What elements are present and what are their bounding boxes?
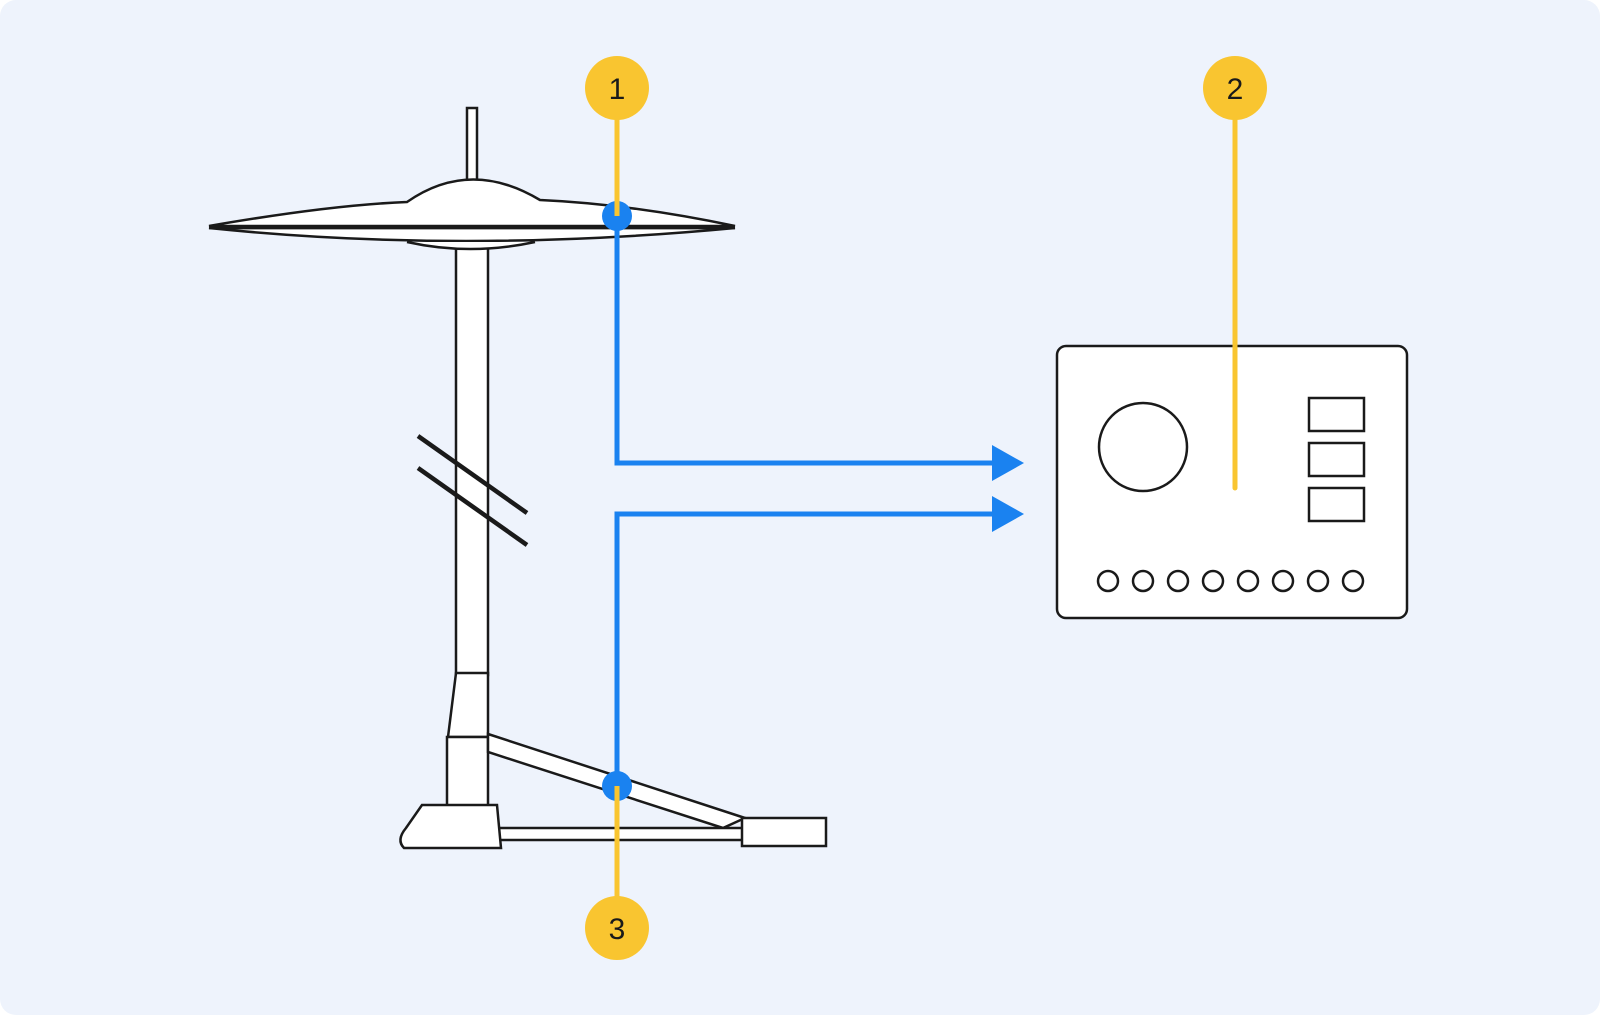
callouts: 1 2 3	[585, 56, 1267, 960]
module-jacks	[1096, 569, 1365, 593]
break-mark-top	[416, 434, 529, 515]
signal-paths	[602, 201, 1024, 801]
break-mark-bottom	[416, 466, 529, 547]
drum-module	[1055, 344, 1409, 620]
hihat-base-block	[445, 735, 490, 809]
module-jack	[1236, 569, 1260, 593]
cymbal-signal-arrowhead	[992, 445, 1024, 481]
module-jack	[1306, 569, 1330, 593]
hihat-top-rod	[465, 106, 479, 182]
pedal-signal-line	[614, 511, 998, 786]
cymbal-lower-half	[208, 226, 736, 243]
cymbal-lower-bell	[406, 240, 536, 251]
module-jack	[1166, 569, 1190, 593]
hihat-foot	[399, 803, 503, 850]
module-jack	[1271, 569, 1295, 593]
hihat-pedal-block	[740, 816, 828, 848]
pedal-signal-arrowhead	[992, 496, 1024, 532]
hihat-base-rail	[494, 826, 746, 842]
module-button-3	[1307, 486, 1366, 523]
hihat-stand	[208, 106, 828, 850]
callout-2-label: 2	[1227, 73, 1244, 106]
cymbal-signal-line	[614, 216, 998, 466]
callout-1-badge	[585, 56, 649, 120]
module-jack	[1201, 569, 1225, 593]
callout-2-badge	[1203, 56, 1267, 120]
module-button-2	[1307, 441, 1366, 478]
callout-1-label: 1	[609, 73, 626, 106]
hihat-lower-collar	[446, 671, 490, 739]
module-button-1	[1307, 396, 1366, 433]
hihat-shaft	[454, 243, 490, 677]
module-knob	[1097, 401, 1189, 493]
module-jack	[1131, 569, 1155, 593]
module-jack	[1096, 569, 1120, 593]
callout-3-label: 3	[609, 913, 626, 946]
module-jack	[1341, 569, 1365, 593]
callout-3-badge	[585, 896, 649, 960]
